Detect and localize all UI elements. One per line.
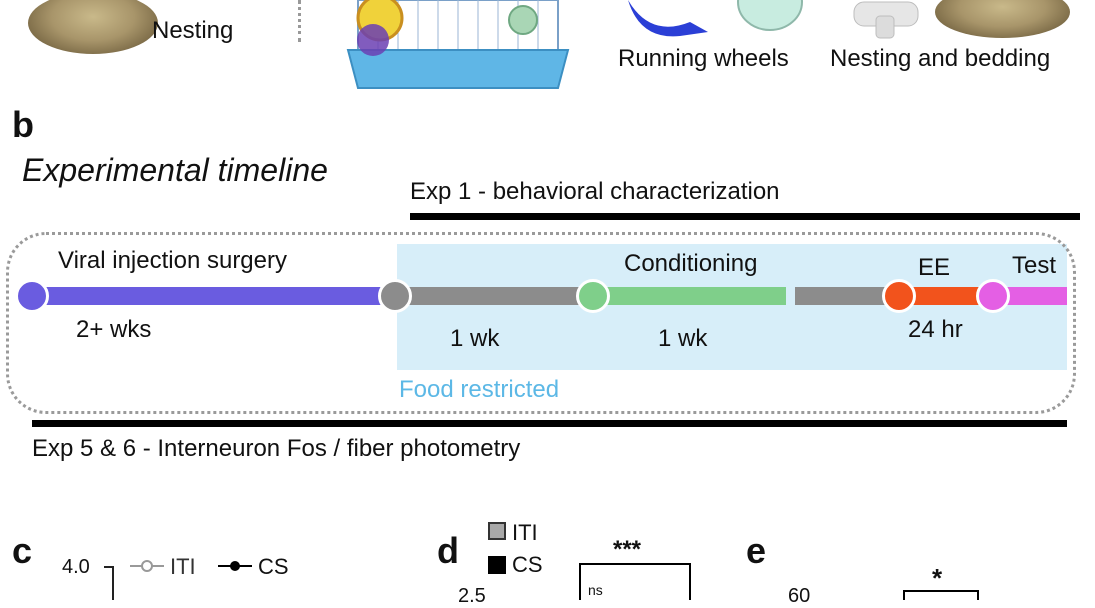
legend-cs-text: CS [512,552,543,577]
legend-cs-marker [218,561,252,571]
ee-duration: 24 hr [908,316,963,343]
surgery-bar [32,287,394,305]
exp1-rule [410,213,1080,220]
food-restricted-region [397,244,1067,370]
conditioning-node [576,279,610,313]
hay-nesting-image-left [28,0,158,54]
running-wheel-blue-image [628,0,708,37]
panel-b-letter: b [12,104,34,145]
test-node [976,279,1010,313]
panel-e-ytick-top: 60 [788,585,811,607]
divider-dots [298,0,301,42]
running-wheels-label: Running wheels [618,45,789,72]
exp1-label: Exp 1 - behavioral characterization [410,178,780,205]
legend-iti-text: ITI [512,520,538,545]
panel-e-letter: e [746,530,767,571]
surgery-label: Viral injection surgery [58,247,287,274]
panel-d-letter: d [437,530,459,571]
panel-c-ytick-mark [104,566,113,568]
panel-d-ytick-top: 2.5 [458,585,486,607]
test-label: Test [1012,252,1057,279]
ee-label: EE [918,254,951,281]
legend-iti-label: ITI [170,554,196,579]
legend-cs-swatch [488,556,506,574]
conditioning-duration: 1 wk [658,325,708,352]
legend-iti-marker [130,560,164,572]
conditioning-label: Conditioning [624,250,758,277]
wait-node [378,279,412,313]
surgery-duration: 2+ wks [76,316,152,343]
panel-c-ytick-top: 4.0 [62,556,90,578]
timeline-title: Experimental timeline [22,152,328,188]
ee-node [882,279,916,313]
wait-bar [396,287,592,305]
panel-d-sig-bracket [579,563,691,600]
exp56-rule [32,420,1067,427]
food-restricted-label: Food restricted [399,376,560,403]
panel-e-sig: * [932,563,943,593]
test-bar [994,287,1067,305]
hay-bedding-image-right [935,0,1070,38]
surgery-node [15,279,49,313]
conditioning-bar [594,287,786,305]
panel-c-y-axis [112,566,114,600]
tube-nesting-image [853,1,919,39]
running-wheel-green-image [737,0,803,31]
nesting-and-bedding-label: Nesting and bedding [830,45,1051,72]
exp56-dashed-box [6,232,1076,414]
legend-cs-label: CS [258,554,289,579]
legend-iti-swatch [488,522,506,540]
cage-image [346,0,570,89]
panel-d-sig-main: *** [613,536,642,563]
panel-e-sig-bracket [903,590,979,600]
panel-c-letter: c [12,530,33,571]
wait-duration: 1 wk [450,325,500,352]
panel-d-sig-ns: ns [588,582,603,598]
exp56-label: Exp 5 & 6 - Interneuron Fos / fiber phot… [32,435,521,462]
post-conditioning-bar [795,287,899,305]
nesting-label: Nesting [152,17,234,44]
ee-bar [900,287,992,305]
